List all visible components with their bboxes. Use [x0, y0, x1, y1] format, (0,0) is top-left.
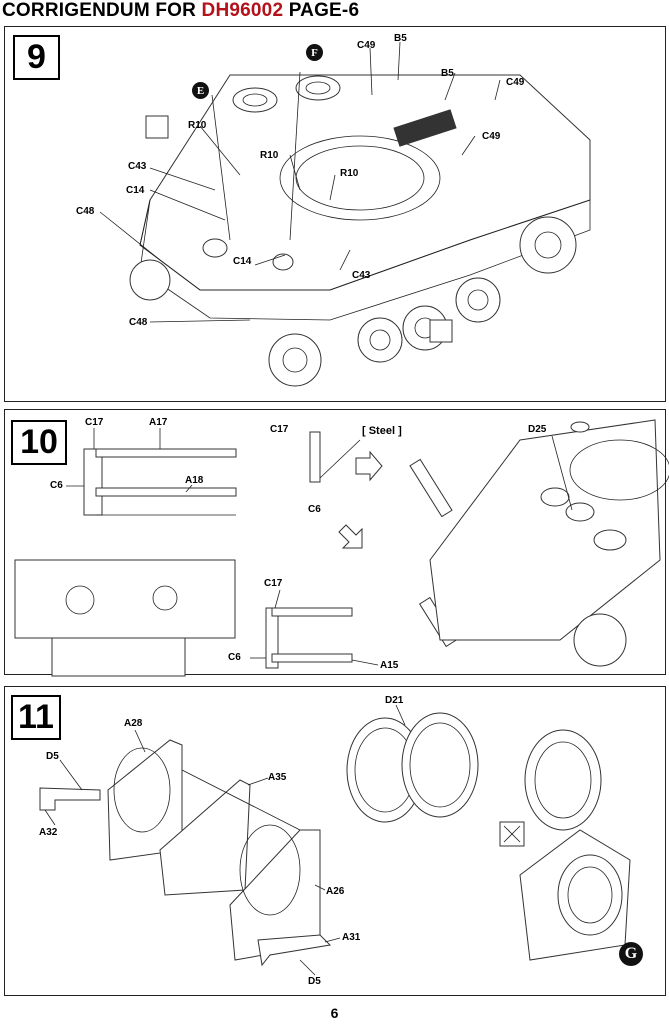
step-11-marker-g: G: [619, 942, 643, 966]
step-9-label-c14-lower: C14: [233, 256, 252, 267]
step-9-number: 9: [13, 35, 60, 80]
step-9-marker-e: E: [192, 82, 209, 99]
step-9-label-c49-lower: C49: [482, 131, 501, 142]
step-10-label-c6-part: C6: [308, 504, 321, 515]
step-10-steel-note: [ Steel ]: [362, 425, 402, 437]
step-9-hull-illustration: [99, 41, 591, 387]
step-10-label-d25: D25: [528, 424, 547, 435]
step-10-label-c6-left: C6: [50, 480, 63, 491]
step-9-label-c48-upper: C48: [76, 206, 95, 217]
step-11-label-a26: A26: [326, 886, 345, 897]
step-11-number: 11: [11, 695, 61, 740]
step-9-label-r10-right: R10: [340, 168, 359, 179]
step-10-label-c17-part: C17: [270, 424, 289, 435]
step-9-label-c49-top: C49: [357, 40, 376, 51]
step-9-label-c49-right: C49: [506, 77, 525, 88]
step-10-number: 10: [11, 420, 67, 465]
page-title: CORRIGENDUM FOR DH96002 PAGE-6: [2, 0, 359, 22]
step-10-label-c17: C17: [85, 417, 104, 428]
step-9-label-c14-left: C14: [126, 185, 145, 196]
step-9-label-b5-mid: B5: [441, 68, 454, 79]
step-9-label-r10-mid: R10: [260, 150, 279, 161]
step-11-label-a31: A31: [342, 932, 361, 943]
step-10-label-c17-lower: C17: [264, 578, 283, 589]
step-11-idler-illustration: [39, 704, 631, 976]
page-number: 6: [330, 1005, 339, 1021]
step-10-label-a18: A18: [185, 475, 204, 486]
step-11-label-d21: D21: [385, 695, 404, 706]
step-9-label-r10-left: R10: [188, 120, 207, 131]
step-10-label-c6-lower: C6: [228, 652, 241, 663]
title-prefix: CORRIGENDUM FOR: [2, 0, 202, 21]
step-10-rack-illustration: [14, 419, 669, 677]
step-9-marker-f: F: [306, 44, 323, 61]
step-9-label-b5-top: B5: [394, 33, 407, 44]
step-11-label-a35: A35: [268, 772, 287, 783]
step-9-label-c48-lower: C48: [129, 317, 148, 328]
step-9-label-c43-left: C43: [128, 161, 147, 172]
step-11-label-d5-top: D5: [46, 751, 59, 762]
step-10-label-a17: A17: [149, 417, 168, 428]
title-suffix: PAGE-6: [283, 0, 360, 21]
step-9-label-c43-lower: C43: [352, 270, 371, 281]
step-11-label-a32: A32: [39, 827, 58, 838]
step-11-label-a28: A28: [124, 718, 143, 729]
step-10-label-a15: A15: [380, 660, 399, 671]
step-11-label-d5-bottom: D5: [308, 976, 321, 987]
title-code: DH96002: [201, 0, 284, 21]
